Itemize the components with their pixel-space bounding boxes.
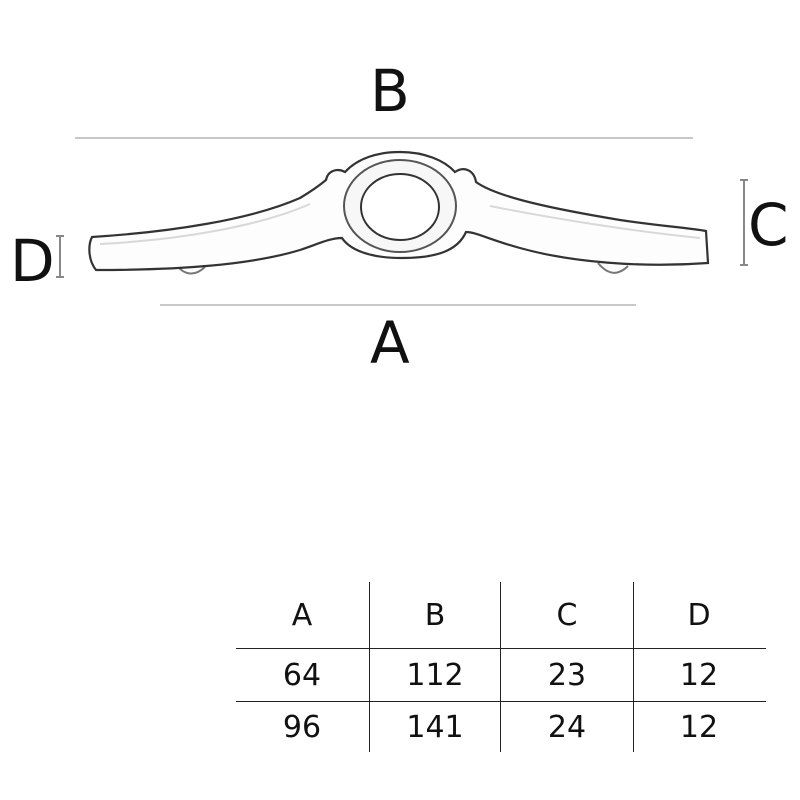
table-divider xyxy=(500,582,501,752)
table-cell: 23 xyxy=(547,658,587,693)
table-divider xyxy=(369,582,370,752)
table-divider xyxy=(633,582,634,752)
table-cell: 112 xyxy=(406,658,464,693)
dimension-label-c: C xyxy=(748,191,789,259)
table-cell: 141 xyxy=(406,710,464,745)
table-cell: 12 xyxy=(679,710,719,745)
table-header-c: C xyxy=(556,598,578,633)
handle-inner-contour xyxy=(99,203,701,245)
table-header-b: B xyxy=(424,598,446,633)
dimension-label-b: B xyxy=(370,57,410,125)
table-header-a: A xyxy=(291,598,313,633)
table-header-d: D xyxy=(687,598,711,633)
handle-dimension-drawing xyxy=(56,137,748,306)
table-rule xyxy=(236,648,766,649)
handle-boss-inner-ring xyxy=(360,173,440,241)
table-cell: 24 xyxy=(547,710,587,745)
dimension-bracket-d xyxy=(56,235,64,278)
dimensions-table: A B C D 64 112 23 12 96 141 24 12 xyxy=(236,582,766,752)
table-cell: 12 xyxy=(679,658,719,693)
dimension-bracket-c xyxy=(740,179,748,266)
dimension-label-d: D xyxy=(10,227,55,295)
table-rule xyxy=(236,701,766,702)
handle-foot-right xyxy=(597,262,629,274)
table-cell: 64 xyxy=(282,658,322,693)
dimension-label-a: A xyxy=(370,309,410,377)
table-cell: 96 xyxy=(282,710,322,745)
